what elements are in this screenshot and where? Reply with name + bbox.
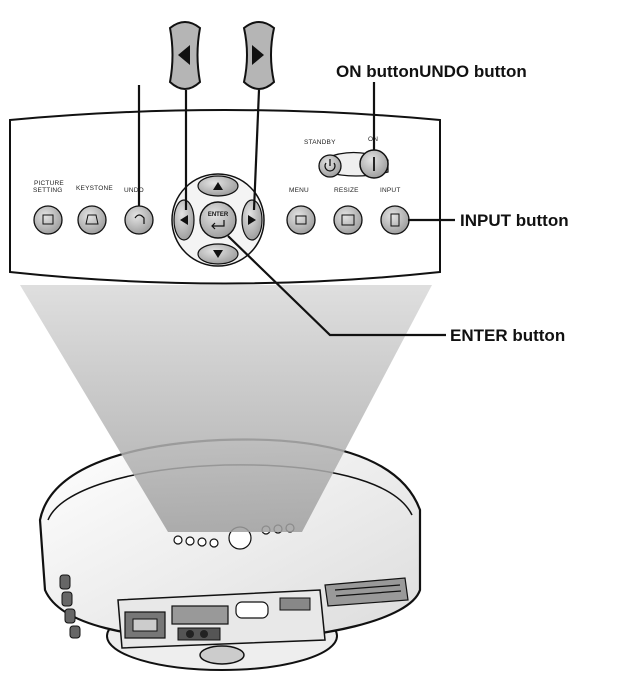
direction-pad: ENTER [171,173,265,267]
input-icon [390,213,400,227]
enter-button[interactable]: ENTER [199,201,237,239]
return-arrow-icon [211,220,225,230]
menu-icon [295,215,307,225]
right-button[interactable] [241,199,263,241]
enter-leader [227,235,446,337]
right-arrow-icon [248,215,256,225]
up-button[interactable] [197,175,239,197]
undo-icon [134,214,145,224]
resize-label: RESIZE [334,187,359,194]
left-button[interactable] [173,199,195,241]
projector-body [38,438,422,671]
power-icon [324,159,336,172]
resize-icon [341,214,355,226]
keystone-icon [85,214,99,225]
undo-label: UNDO [124,187,144,194]
standby-label: STANDBY [304,139,336,146]
rear-connectors [117,589,326,649]
picture-setting-label-1: PICTURE [34,180,64,187]
menu-button[interactable]: MENU [286,187,316,235]
input-callout-label: INPUT button [460,211,569,230]
power-controls: STANDBY ON [304,136,389,179]
right-key-callout [242,21,276,90]
on-button[interactable] [359,149,389,179]
input-label: INPUT [380,187,401,194]
projector-foot [199,645,245,665]
enter-label: ENTER [208,212,229,218]
undo-button[interactable]: UNDO [124,187,154,235]
standby-button[interactable] [318,154,342,178]
keystone-label: KEYSTONE [76,185,113,192]
side-vents [324,577,409,607]
right-arrow-icon [252,45,264,65]
picture-setting-label-2: SETTING [33,187,63,194]
projection-beam [20,285,432,532]
left-arrow-icon [178,45,190,65]
left-key-callout [168,21,202,90]
control-panel: PICTURE SETTING KEYSTONE UNDO [9,109,441,285]
leader-lines [137,82,455,337]
picture-setting-button[interactable]: PICTURE SETTING [33,180,64,235]
up-arrow-icon [213,182,223,190]
on-undo-callout-label: ON buttonUNDO button [336,62,527,81]
side-grille [59,574,81,639]
resize-button[interactable]: RESIZE [333,187,363,235]
enter-callout-label: ENTER button [450,326,565,345]
down-arrow-icon [213,250,223,258]
keystone-button[interactable]: KEYSTONE [76,185,113,235]
menu-label: MENU [289,187,309,194]
picture-icon [42,214,54,225]
left-arrow-icon [180,215,188,225]
right-leader [252,89,261,211]
down-button[interactable] [197,243,239,265]
